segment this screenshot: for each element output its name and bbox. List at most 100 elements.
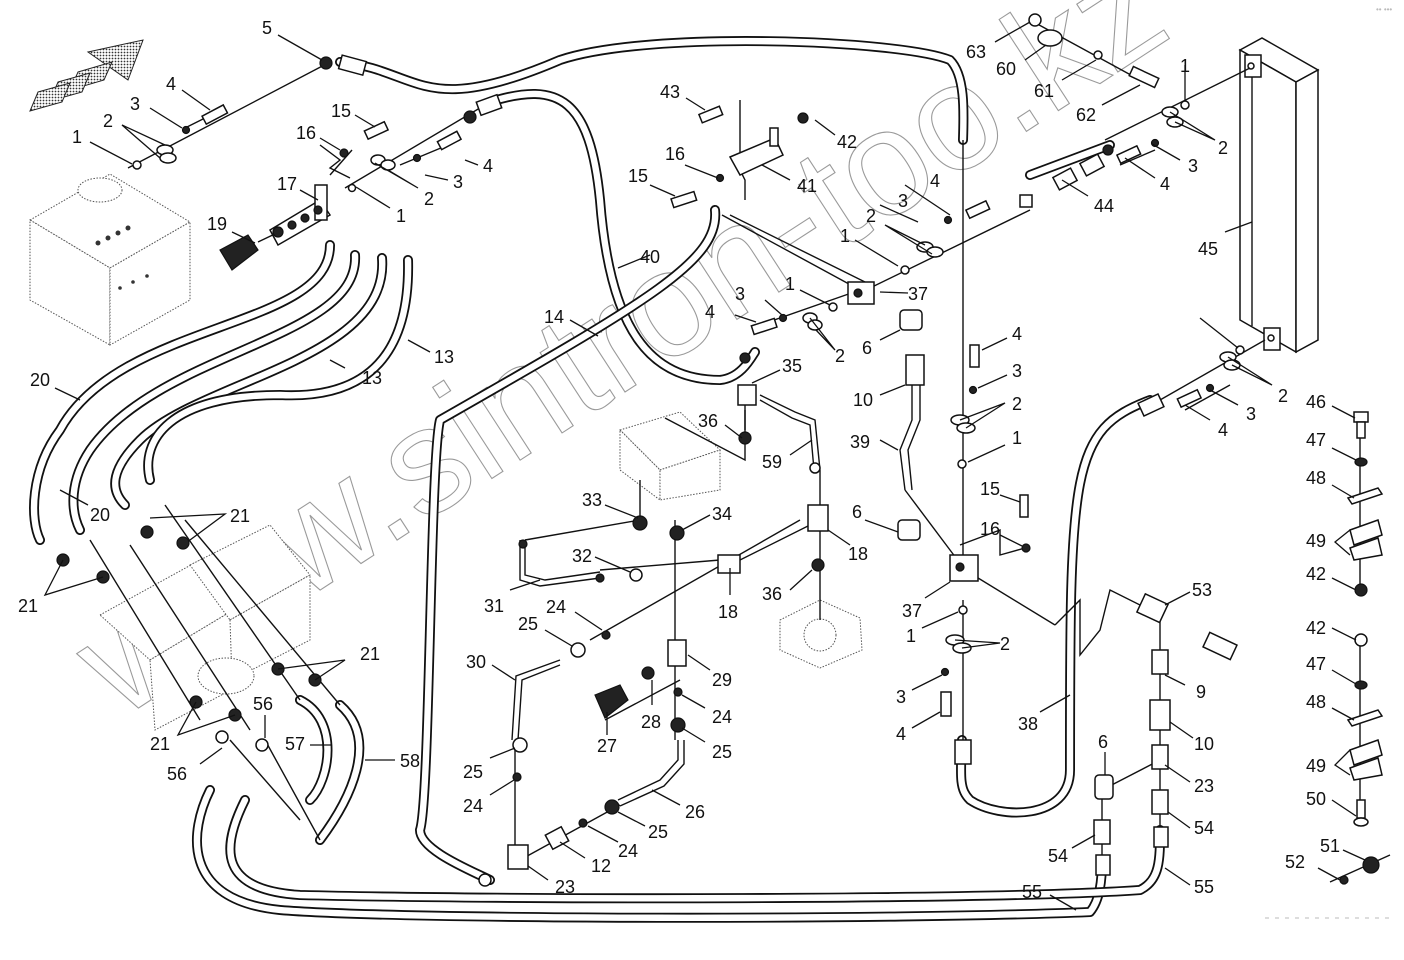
callout-4[interactable]: 4 (930, 171, 940, 191)
callout-10[interactable]: 10 (1194, 734, 1214, 754)
callout-25[interactable]: 25 (712, 742, 732, 762)
callout-2[interactable]: 2 (1278, 386, 1288, 406)
callout-9[interactable]: 9 (1196, 682, 1206, 702)
callout-37[interactable]: 37 (902, 601, 922, 621)
callout-4[interactable]: 4 (166, 74, 176, 94)
callout-52[interactable]: 52 (1285, 852, 1305, 872)
callout-21[interactable]: 21 (230, 506, 250, 526)
callout-61[interactable]: 61 (1034, 81, 1054, 101)
callout-12[interactable]: 12 (591, 856, 611, 876)
callout-25[interactable]: 25 (463, 762, 483, 782)
callout-2[interactable]: 2 (1218, 138, 1228, 158)
callout-3[interactable]: 3 (453, 172, 463, 192)
callout-18[interactable]: 18 (848, 544, 868, 564)
callout-36[interactable]: 36 (762, 584, 782, 604)
callout-62[interactable]: 62 (1076, 105, 1096, 125)
callout-47[interactable]: 47 (1306, 430, 1326, 450)
callout-1[interactable]: 1 (785, 274, 795, 294)
callout-3[interactable]: 3 (1188, 156, 1198, 176)
callout-4[interactable]: 4 (705, 302, 715, 322)
callout-2[interactable]: 2 (866, 206, 876, 226)
callout-25[interactable]: 25 (518, 614, 538, 634)
callout-10[interactable]: 10 (853, 390, 873, 410)
callout-13[interactable]: 13 (362, 368, 382, 388)
callout-4[interactable]: 4 (896, 724, 906, 744)
callout-2[interactable]: 2 (835, 346, 845, 366)
callout-1[interactable]: 1 (1012, 428, 1022, 448)
callout-48[interactable]: 48 (1306, 692, 1326, 712)
callout-32[interactable]: 32 (572, 546, 592, 566)
callout-16[interactable]: 16 (665, 144, 685, 164)
callout-1[interactable]: 1 (396, 206, 406, 226)
callout-3[interactable]: 3 (130, 94, 140, 114)
callout-14[interactable]: 14 (544, 307, 564, 327)
callout-21[interactable]: 21 (360, 644, 380, 664)
callout-55[interactable]: 55 (1022, 882, 1042, 902)
callout-55[interactable]: 55 (1194, 877, 1214, 897)
callout-1[interactable]: 1 (906, 626, 916, 646)
callout-3[interactable]: 3 (896, 687, 906, 707)
callout-15[interactable]: 15 (331, 101, 351, 121)
callout-15[interactable]: 15 (980, 479, 1000, 499)
callout-17[interactable]: 17 (277, 174, 297, 194)
callout-24[interactable]: 24 (546, 597, 566, 617)
callout-1[interactable]: 1 (1180, 56, 1190, 76)
callout-21[interactable]: 21 (18, 596, 38, 616)
callout-63[interactable]: 63 (966, 42, 986, 62)
callout-3[interactable]: 3 (1246, 404, 1256, 424)
callout-15[interactable]: 15 (628, 166, 648, 186)
callout-36[interactable]: 36 (698, 411, 718, 431)
callout-21[interactable]: 21 (150, 734, 170, 754)
callout-26[interactable]: 26 (685, 802, 705, 822)
callout-27[interactable]: 27 (597, 736, 617, 756)
callout-56[interactable]: 56 (253, 694, 273, 714)
callout-30[interactable]: 30 (466, 652, 486, 672)
callout-6[interactable]: 6 (1098, 732, 1108, 752)
callout-33[interactable]: 33 (582, 490, 602, 510)
callout-20[interactable]: 20 (30, 370, 50, 390)
callout-4[interactable]: 4 (1160, 174, 1170, 194)
callout-5[interactable]: 5 (262, 18, 272, 38)
callout-16[interactable]: 16 (980, 519, 1000, 539)
callout-2[interactable]: 2 (424, 189, 434, 209)
callout-53[interactable]: 53 (1192, 580, 1212, 600)
callout-31[interactable]: 31 (484, 596, 504, 616)
callout-24[interactable]: 24 (712, 707, 732, 727)
callout-40[interactable]: 40 (640, 247, 660, 267)
callout-38[interactable]: 38 (1018, 714, 1038, 734)
callout-24[interactable]: 24 (463, 796, 483, 816)
callout-2[interactable]: 2 (103, 111, 113, 131)
callout-2[interactable]: 2 (1012, 394, 1022, 414)
callout-46[interactable]: 46 (1306, 392, 1326, 412)
callout-51[interactable]: 51 (1320, 836, 1340, 856)
callout-54[interactable]: 54 (1194, 818, 1214, 838)
callout-37[interactable]: 37 (908, 284, 928, 304)
callout-34[interactable]: 34 (712, 504, 732, 524)
callout-57[interactable]: 57 (285, 734, 305, 754)
callout-19[interactable]: 19 (207, 214, 227, 234)
callout-42[interactable]: 42 (1306, 618, 1326, 638)
callout-42[interactable]: 42 (837, 132, 857, 152)
callout-13[interactable]: 13 (434, 347, 454, 367)
callout-45[interactable]: 45 (1198, 239, 1218, 259)
callout-1[interactable]: 1 (840, 226, 850, 246)
callout-4[interactable]: 4 (1218, 420, 1228, 440)
callout-29[interactable]: 29 (712, 670, 732, 690)
callout-23[interactable]: 23 (1194, 776, 1214, 796)
callout-1[interactable]: 1 (72, 127, 82, 147)
callout-3[interactable]: 3 (898, 191, 908, 211)
callout-3[interactable]: 3 (1012, 361, 1022, 381)
callout-56[interactable]: 56 (167, 764, 187, 784)
callout-60[interactable]: 60 (996, 59, 1016, 79)
callout-58[interactable]: 58 (400, 751, 420, 771)
callout-24[interactable]: 24 (618, 841, 638, 861)
callout-25[interactable]: 25 (648, 822, 668, 842)
callout-35[interactable]: 35 (782, 356, 802, 376)
callout-4[interactable]: 4 (483, 156, 493, 176)
callout-20[interactable]: 20 (90, 505, 110, 525)
callout-4[interactable]: 4 (1012, 324, 1022, 344)
callout-6[interactable]: 6 (852, 502, 862, 522)
callout-28[interactable]: 28 (641, 712, 661, 732)
callout-44[interactable]: 44 (1094, 196, 1114, 216)
callout-43[interactable]: 43 (660, 82, 680, 102)
